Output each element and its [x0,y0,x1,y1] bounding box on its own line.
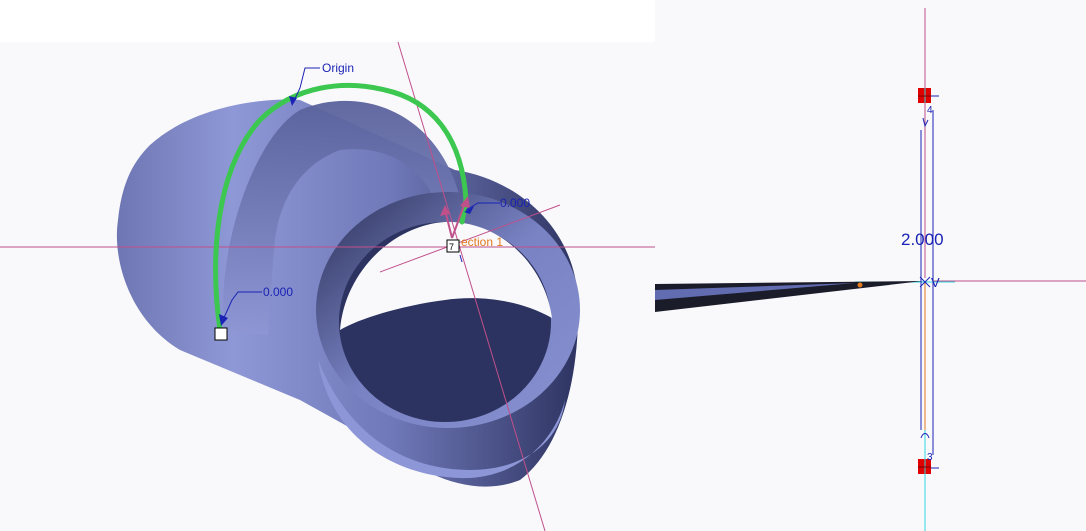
top-dimension-value[interactable]: 0.000 [500,196,530,210]
sketch-background [655,0,1086,531]
vertex-label: V [931,275,940,290]
sketch-viewport-2d[interactable]: 4 3 2.000 V [655,0,1086,531]
diagonal-axis-line [397,41,546,531]
profile-edge [655,281,923,312]
trajectory-curve[interactable] [213,83,469,333]
dimension-value[interactable]: 2.000 [901,230,944,249]
sketch-canvas[interactable]: 4 3 2.000 V [655,0,1086,531]
cylinder-hole [340,221,552,330]
left-dimension-value[interactable]: 0.000 [263,285,293,299]
model-viewport-3d[interactable]: Origin 0.000 0.000 7 ection 1 [0,0,655,531]
top-handle-tag: 4 [927,105,933,116]
bottom-handle-tag: 3 [927,452,933,463]
drag-handle-icon[interactable] [918,88,931,103]
section-label: ection 1 [461,235,503,249]
origin-leader [289,67,320,106]
vertex-marker-icon[interactable] [919,276,931,288]
cylinder-body [116,99,580,487]
drag-handle-icon[interactable] [918,459,931,474]
square-handle-icon[interactable] [214,327,228,341]
left-dimension-leader [219,291,262,326]
top-dimension-leader [464,202,500,214]
secondary-axis-line [379,204,561,273]
origin-label: Origin [322,61,354,75]
direction-arrow-icon[interactable] [440,196,470,239]
model-canvas[interactable]: Origin 0.000 0.000 7 ection 1 [0,0,655,531]
section-handle-icon[interactable] [446,239,460,253]
section-handle-glyph: 7 [449,242,454,252]
